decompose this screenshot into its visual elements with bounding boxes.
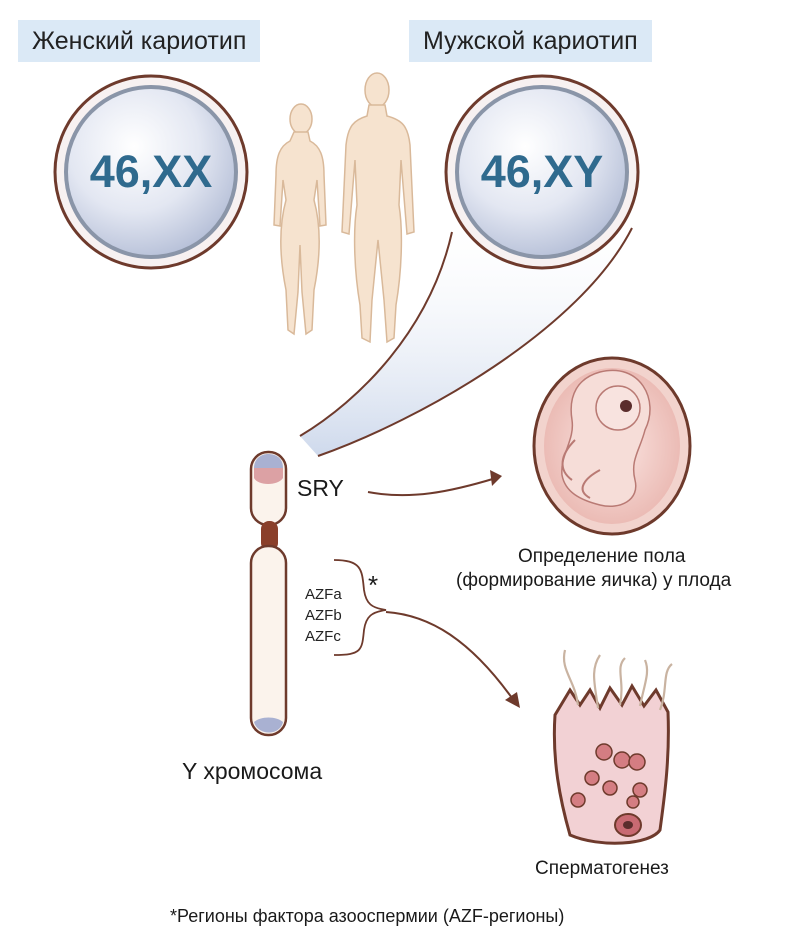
azf-b-label: AZFb (305, 607, 342, 624)
male-karyotype-value: 46,XY (481, 146, 604, 197)
beam-right-line (317, 227, 633, 457)
male-figure-icon (341, 72, 415, 344)
azf-asterisk: * (368, 570, 379, 600)
male-karyotype-disc: 46,XY (444, 74, 640, 270)
y-chromosome (249, 450, 288, 737)
azf-c-label: AZFc (305, 628, 341, 645)
female-karyotype-label: Женский кариотип (18, 20, 261, 62)
female-figure-icon (273, 103, 327, 336)
zoom-beam (300, 225, 632, 456)
sex-determination-line2: (формирование яичка) у плода (456, 570, 732, 591)
azf-brace (333, 559, 387, 656)
embryo-icon (532, 356, 692, 536)
footnote: *Регионы фактора азооспермии (AZF-регион… (170, 906, 565, 926)
sry-arrow (367, 477, 497, 497)
azf-a-label: AZFa (305, 586, 342, 603)
beam-left-line (299, 231, 453, 437)
female-karyotype-disc: 46,XX (53, 74, 249, 270)
male-karyotype-label: Мужской кариотип (409, 20, 652, 62)
female-karyotype-value: 46,XX (90, 146, 213, 197)
azf-arrow (385, 611, 513, 699)
sex-determination-line1: Определение пола (518, 546, 686, 567)
y-chromosome-label: Y хромосома (182, 758, 323, 784)
spermatogenesis-icon (552, 649, 673, 845)
sry-label: SRY (297, 475, 344, 501)
spermatogenesis-label: Сперматогенез (535, 858, 669, 879)
